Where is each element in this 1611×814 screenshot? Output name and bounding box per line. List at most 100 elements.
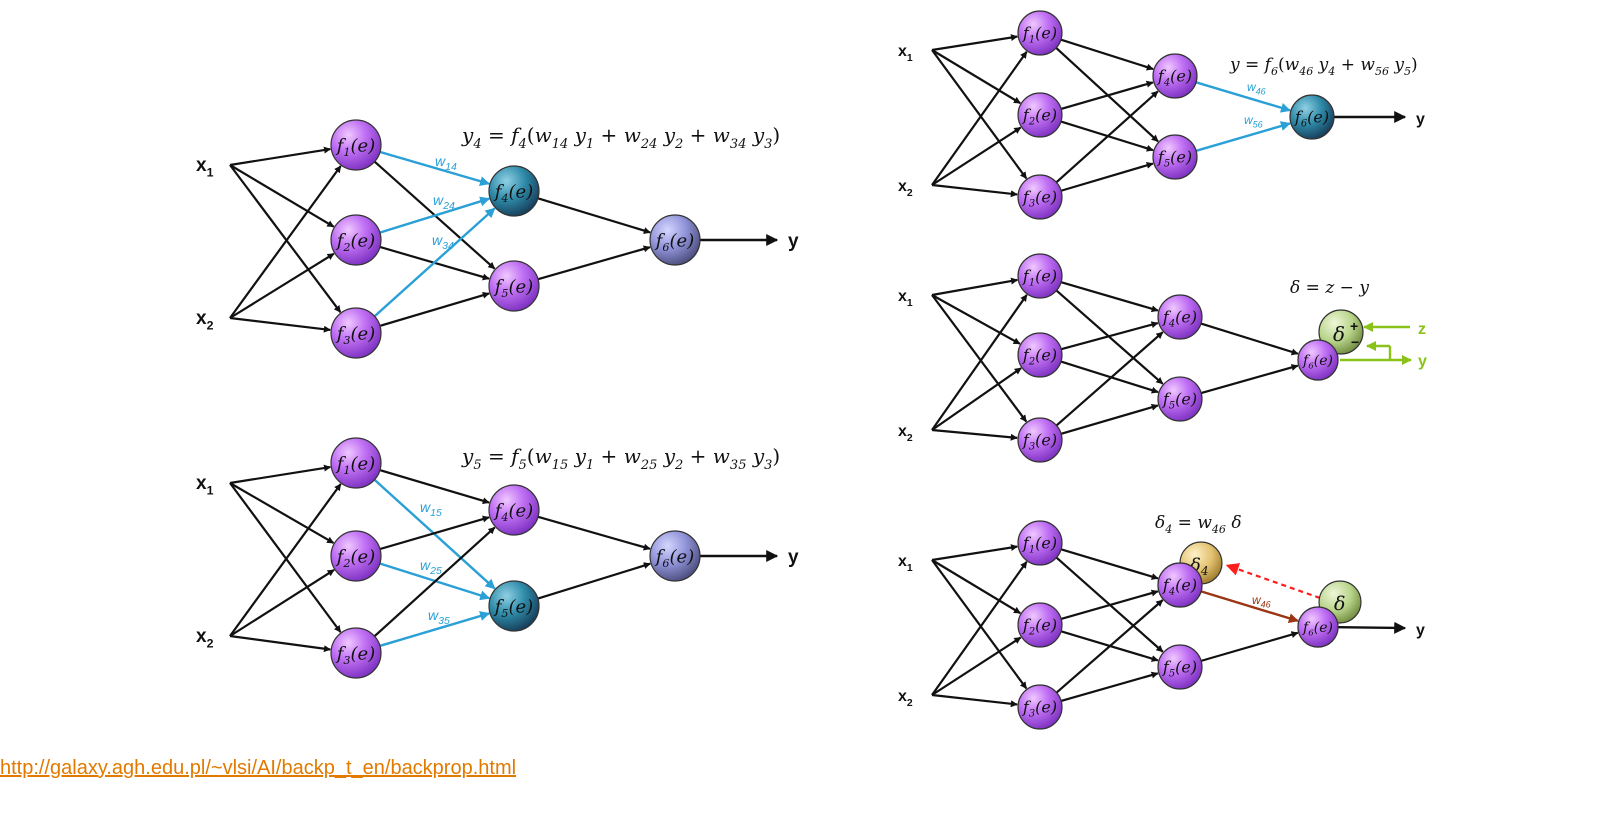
p3-edge-x2-n2	[931, 126, 1022, 186]
p2-edge-x1-n3	[229, 482, 342, 633]
p3-w46-label: w46	[1247, 80, 1266, 97]
p2-edge-n3-n4	[373, 526, 496, 638]
panels-p4-n4-node	[1157, 294, 1203, 340]
p2-edge-n5-n6	[537, 562, 651, 600]
p5-delta-label: δ	[1334, 593, 1345, 615]
p3-edge-x2-n1	[931, 51, 1028, 186]
panels-p3-n4-node	[1152, 53, 1198, 99]
panels-p2-n1-label: f1(e)	[335, 453, 375, 477]
p5-edge-n3-n5	[1060, 671, 1159, 703]
panels-p4-n2-label: f2(e)	[1022, 346, 1057, 368]
p5-edge-x1-n3	[931, 559, 1028, 690]
panels-p1-n5-label: f5(e)	[493, 276, 533, 300]
p5-edge-x2-n2	[931, 636, 1022, 696]
p4-edge-x1-n1	[931, 277, 1019, 297]
p1-equation: y4​ = f4​(w14​ y1​ + w24​ y2​ + w34​ y3​…	[461, 123, 780, 152]
p5-w46-label: w46	[1252, 593, 1271, 610]
panels-p4-n6-node	[1297, 339, 1339, 381]
panels-p1-n2-node	[330, 214, 382, 266]
panels-p1-x2-label: x2	[196, 308, 214, 333]
p4-equation: δ = z − y	[1290, 278, 1369, 298]
panels-p5-n6-label: f6(e)	[1302, 620, 1333, 639]
p3-y-label: y	[1416, 111, 1425, 128]
panels-p2-n4-label: f4(e)	[493, 500, 533, 524]
panels-p4-x2-label: x2	[898, 423, 913, 444]
p4-edge-n1-n4	[1060, 281, 1159, 313]
p1-edge-n2-n4	[379, 196, 491, 234]
p4-edge-x1-n2	[931, 294, 1021, 345]
panels-p3-n6-label: f6(e)	[1294, 108, 1329, 130]
p5-edge-x2-n1	[931, 561, 1028, 696]
panels-p5-x2-label: x2	[898, 688, 913, 709]
p4-delta-label: δ	[1333, 322, 1345, 346]
p5-edge-n1-n4	[1060, 548, 1159, 580]
panels-p5-n1-node	[1017, 520, 1063, 566]
p1-edge-n3-n4	[373, 207, 496, 318]
panels-p3-x1-label: x1	[898, 43, 913, 64]
p1-edge-x1-n3	[229, 164, 342, 313]
panels-p1-n4-node	[488, 165, 540, 217]
p5-edge-n5-n6	[1200, 631, 1299, 662]
panels-p5-x1-label: x1	[898, 553, 913, 574]
panels-p3-n3-node	[1017, 174, 1063, 220]
p5-edge-n2-n4	[1060, 589, 1159, 621]
panels-p4-n1-label: f1(e)	[1022, 267, 1057, 289]
panels-p5-n3-label: f3(e)	[1022, 698, 1057, 720]
p2-edge-x2-n3	[229, 634, 331, 653]
p2-edge-n4-n6	[537, 515, 651, 551]
p5-edge-x1-n2	[931, 559, 1021, 615]
p3-edge-n4-n6	[1195, 81, 1291, 113]
panels-p4-n1-node	[1017, 253, 1063, 299]
p2-edge-x1-n1	[229, 464, 332, 485]
panels-p3-n1-node	[1017, 10, 1063, 56]
panels-p2-n5-node	[488, 580, 540, 632]
p2-w15-label: w15	[420, 499, 442, 519]
panels-p3-n6-node	[1289, 94, 1335, 140]
p3-equation: y = f6​(w46​ y4​ + w56​ y5​)	[1229, 55, 1418, 78]
p3-edge-x1-n2	[931, 49, 1021, 105]
panels-p2-n5-label: f5(e)	[493, 596, 533, 620]
p3-edge-n3-n4	[1055, 90, 1159, 184]
p5-edge-delta-delta4	[1225, 563, 1321, 600]
panels-p1-n3-label: f3(e)	[335, 323, 375, 347]
p4-edge-x2-n2	[931, 367, 1022, 431]
p2-edge-n1-n4	[379, 469, 490, 505]
panels-p2-n3-label: f3(e)	[335, 643, 375, 667]
p3-edge-x2-n3	[931, 183, 1018, 198]
panels-p5-n3-node	[1017, 684, 1063, 730]
panels-p1-n6-label: f6(e)	[654, 230, 694, 254]
panels-p2-n6-label: f6(e)	[654, 546, 694, 570]
p1-edge-x2-n1	[229, 165, 342, 319]
p4-edge-n3-n5	[1060, 403, 1159, 435]
p1-edge-n5-n6	[537, 245, 651, 281]
p4-edge-n5-n6	[1200, 364, 1299, 395]
p4-minus-label: −	[1351, 334, 1359, 350]
panels-p3-n5-label: f5(e)	[1157, 148, 1192, 170]
p1-edge-n3-n5	[379, 291, 490, 327]
p5-edge-n4-n6	[1200, 590, 1299, 624]
p2-y-label: y	[788, 547, 799, 568]
source-link[interactable]: http://galaxy.agh.edu.pl/~vlsi/AI/backp_…	[0, 757, 517, 779]
p4-edge-n3-n4	[1055, 331, 1164, 427]
p2-edge-x1-n2	[229, 482, 335, 544]
p5-equation: δ4​ = w46​ δ	[1155, 513, 1242, 536]
panels-p4-n5-node	[1157, 376, 1203, 422]
panels-p4-n4-label: f4(e)	[1162, 308, 1197, 330]
p5-edge-n3-n4	[1055, 599, 1164, 694]
panels-p5-n6-node	[1297, 606, 1339, 648]
panels-p3-n2-node	[1017, 92, 1063, 138]
panels-p4-n3-node	[1017, 417, 1063, 463]
p1-edge-x1-n1	[229, 146, 332, 167]
p1-w14-label: w14	[435, 153, 457, 173]
panels-p2-n4-node	[488, 484, 540, 536]
p1-w34-label: w34	[432, 232, 454, 252]
p4-delta-node	[1318, 309, 1364, 355]
p4-y-label: y	[1418, 353, 1427, 370]
panels-p1-n1-node	[330, 119, 382, 171]
p3-edge-n1-n4	[1060, 38, 1154, 71]
p2-edge-x2-n1	[229, 483, 342, 637]
panels-p5-n2-node	[1017, 602, 1063, 648]
p5-edge-x2-n3	[931, 693, 1018, 708]
panels-p1-x1-label: x1	[196, 155, 214, 180]
panels-p3-n3-label: f3(e)	[1022, 188, 1057, 210]
